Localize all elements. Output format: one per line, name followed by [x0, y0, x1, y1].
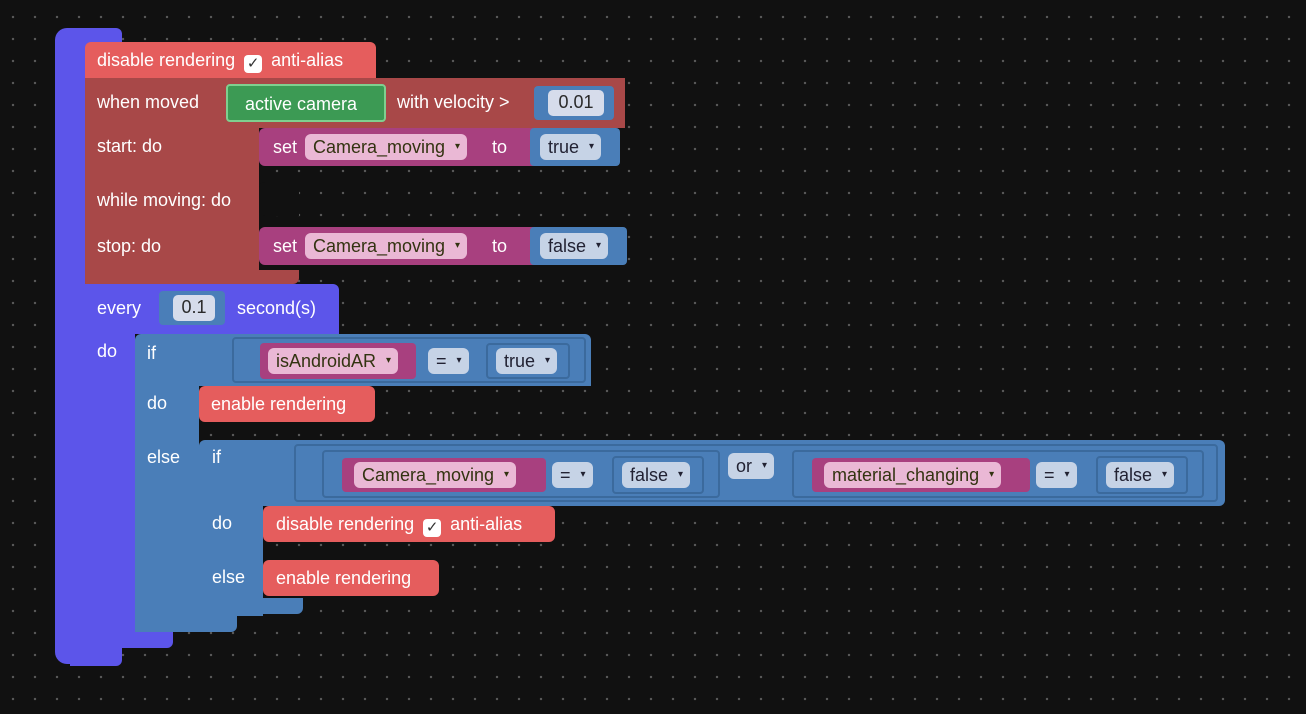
to-label: to: [492, 137, 508, 157]
start-do-label: start: do: [97, 136, 163, 156]
active-camera-block[interactable]: active camera: [226, 84, 386, 122]
compare-block[interactable]: isAndroidAR▾ =▾ true▾: [232, 337, 586, 383]
every-bottom-tab: [85, 632, 173, 648]
chevron-down-icon: ▾: [678, 469, 684, 480]
variable-dropdown[interactable]: isAndroidAR▾: [268, 348, 399, 374]
variable-dropdown[interactable]: Camera_moving▾: [305, 233, 468, 259]
chevron-down-icon: ▾: [1064, 469, 1070, 480]
if-else-label: else: [147, 447, 181, 467]
if-else-inner-bottom: [199, 598, 303, 614]
isandroidar-variable-block[interactable]: isAndroidAR▾: [260, 343, 416, 379]
chevron-down-icon: ▾: [1162, 469, 1168, 480]
chevron-down-icon: ▾: [596, 240, 602, 251]
anti-alias-label: anti-alias: [450, 514, 523, 534]
boolean-dropdown[interactable]: false▾: [1106, 462, 1175, 488]
velocity-value-field[interactable]: 0.01: [548, 90, 604, 116]
while-moving-empty-slot[interactable]: [259, 182, 299, 216]
variable-dropdown[interactable]: material_changing▾: [824, 462, 1002, 488]
comparison-operator-dropdown[interactable]: =▾: [428, 348, 469, 374]
comparison-operator-dropdown[interactable]: =▾: [1036, 462, 1077, 488]
active-camera-label: active camera: [245, 94, 358, 114]
boolean-false-block[interactable]: false▾: [1096, 456, 1188, 494]
if-else-inner-body: [199, 506, 263, 616]
if-do-label: do: [147, 393, 168, 413]
seconds-label: second(s): [237, 298, 317, 318]
enable-rendering-label: enable rendering: [211, 394, 347, 414]
anti-alias-label: anti-alias: [271, 50, 344, 70]
disable-rendering-label: disable rendering: [97, 50, 236, 70]
boolean-false-block[interactable]: false▾: [530, 227, 627, 265]
comparison-operator-dropdown[interactable]: =▾: [552, 462, 593, 488]
anti-alias-checkbox[interactable]: ✓: [423, 519, 442, 537]
outer-stack-bottom-tab: [70, 646, 122, 666]
boolean-true-block[interactable]: true▾: [530, 128, 620, 166]
variable-dropdown[interactable]: Camera_moving▾: [354, 462, 517, 488]
chevron-down-icon: ▾: [989, 469, 995, 480]
boolean-dropdown[interactable]: false▾: [540, 233, 609, 259]
every-value-field[interactable]: 0.1: [173, 295, 215, 321]
disable-rendering-label: disable rendering: [276, 514, 415, 534]
chevron-down-icon: ▾: [761, 460, 768, 471]
disable-rendering-block[interactable]: disable rendering ✓ anti-alias: [85, 42, 376, 78]
enable-rendering-label: enable rendering: [276, 568, 412, 588]
velocity-number-block[interactable]: 0.01: [534, 86, 614, 120]
if-else-outer-bottom: [135, 616, 237, 632]
to-label: to: [492, 236, 508, 256]
while-moving-do-label: while moving: do: [97, 190, 232, 210]
chevron-down-icon: ▾: [455, 141, 461, 152]
when-moved-label: when moved: [97, 92, 200, 112]
logic-or-block[interactable]: Camera_moving▾ =▾ false▾ or▾ material_ch…: [294, 444, 1218, 502]
chevron-down-icon: ▾: [504, 469, 510, 480]
set-camera-moving-true-block[interactable]: set Camera_moving▾ to: [259, 128, 539, 166]
if-else-label: else: [212, 567, 246, 587]
every-do-label: do: [97, 341, 118, 361]
if-label: if: [147, 343, 156, 363]
chevron-down-icon: ▾: [589, 141, 595, 152]
boolean-false-block[interactable]: false▾: [612, 456, 704, 494]
camera-moving-variable-block[interactable]: Camera_moving▾: [342, 458, 546, 492]
chevron-down-icon: ▾: [456, 355, 462, 366]
compare-left-block[interactable]: Camera_moving▾ =▾ false▾: [322, 450, 720, 498]
every-label: every: [97, 298, 142, 318]
with-velocity-label: with velocity >: [397, 92, 510, 112]
enable-rendering-block[interactable]: enable rendering: [199, 386, 375, 422]
every-number-block[interactable]: 0.1: [159, 291, 225, 325]
if-else-outer-body: [135, 386, 199, 632]
when-moved-bottom-tab: [85, 270, 299, 284]
every-body: [85, 334, 135, 646]
boolean-dropdown[interactable]: false▾: [622, 462, 691, 488]
chevron-down-icon: ▾: [580, 469, 586, 480]
set-camera-moving-false-block[interactable]: set Camera_moving▾ to: [259, 227, 539, 265]
chevron-down-icon: ▾: [545, 355, 551, 366]
if-do-label: do: [212, 513, 233, 533]
set-label: set: [273, 137, 298, 157]
stop-do-label: stop: do: [97, 236, 162, 256]
when-moved-body: [85, 128, 259, 282]
chevron-down-icon: ▾: [455, 240, 461, 251]
outer-stack-container[interactable]: [55, 28, 86, 664]
set-label: set: [273, 236, 298, 256]
logic-operator-dropdown[interactable]: or▾: [728, 453, 775, 479]
disable-rendering-block[interactable]: disable rendering ✓ anti-alias: [263, 506, 555, 542]
anti-alias-checkbox[interactable]: ✓: [244, 55, 263, 73]
compare-right-block[interactable]: material_changing▾ =▾ false▾: [792, 450, 1204, 498]
boolean-dropdown[interactable]: true▾: [496, 348, 558, 374]
boolean-true-block[interactable]: true▾: [486, 343, 570, 379]
chevron-down-icon: ▾: [386, 355, 392, 366]
boolean-dropdown[interactable]: true▾: [540, 134, 602, 160]
variable-dropdown[interactable]: Camera_moving▾: [305, 134, 468, 160]
material-changing-variable-block[interactable]: material_changing▾: [812, 458, 1030, 492]
enable-rendering-block[interactable]: enable rendering: [263, 560, 439, 596]
if-label: if: [212, 447, 221, 467]
